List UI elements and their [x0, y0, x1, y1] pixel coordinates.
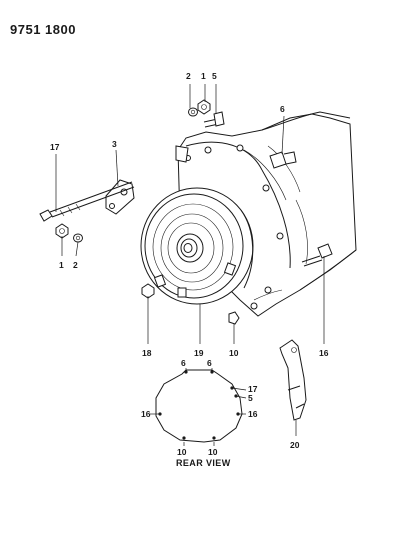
callout-18: 18: [142, 348, 152, 358]
bracket-part-20: [279, 339, 307, 421]
bolt-part-5-top: [203, 111, 225, 128]
callout-2-top: 2: [186, 71, 191, 81]
callout-3: 3: [112, 139, 117, 149]
callout-6-top: 6: [280, 104, 285, 114]
callout-5-top: 5: [212, 71, 217, 81]
leader-lines: [55, 84, 325, 436]
rear-view-callout-16-left: 16: [141, 409, 151, 419]
rear-view-callout-17: 17: [248, 384, 258, 394]
rear-view-caption: REAR VIEW: [176, 458, 231, 468]
callout-1-lower: 1: [59, 260, 64, 270]
callout-16-right: 16: [319, 348, 329, 358]
nut-part-1-top: [197, 99, 211, 115]
rear-view-callout-5: 5: [248, 393, 253, 403]
bolt-part-16: [301, 243, 333, 267]
rear-view-inset: 6 6 17 5 16 16 10 10 REAR VIEW: [141, 358, 258, 468]
bolt-part-6: [269, 151, 297, 169]
callout-19: 19: [194, 348, 204, 358]
callout-2-lower: 2: [73, 260, 78, 270]
callout-17-left: 17: [50, 142, 60, 152]
washer-part-2-top: [188, 107, 198, 117]
callout-labels: 2 1 5 6 17 3 1 2 16 18 19 10 20: [50, 71, 329, 450]
callout-10-mid: 10: [229, 348, 239, 358]
bolt-part-17: [39, 181, 135, 222]
callout-1-top: 1: [201, 71, 206, 81]
plug-part-18: [141, 283, 155, 299]
rear-view-callout-6b: 6: [207, 358, 212, 368]
nut-part-1-lower: [55, 223, 69, 239]
rear-view-callout-16-right: 16: [248, 409, 258, 419]
rear-view-callout-10b: 10: [208, 447, 218, 457]
document-id: 9751 1800: [10, 22, 76, 37]
washer-part-2-lower: [73, 233, 83, 243]
torque-converter: [140, 187, 254, 305]
plug-part-10: [228, 311, 240, 325]
bracket-part-3: [105, 179, 135, 215]
callout-20: 20: [290, 440, 300, 450]
rear-view-callout-10a: 10: [177, 447, 187, 457]
rear-view-callout-6a: 6: [181, 358, 186, 368]
